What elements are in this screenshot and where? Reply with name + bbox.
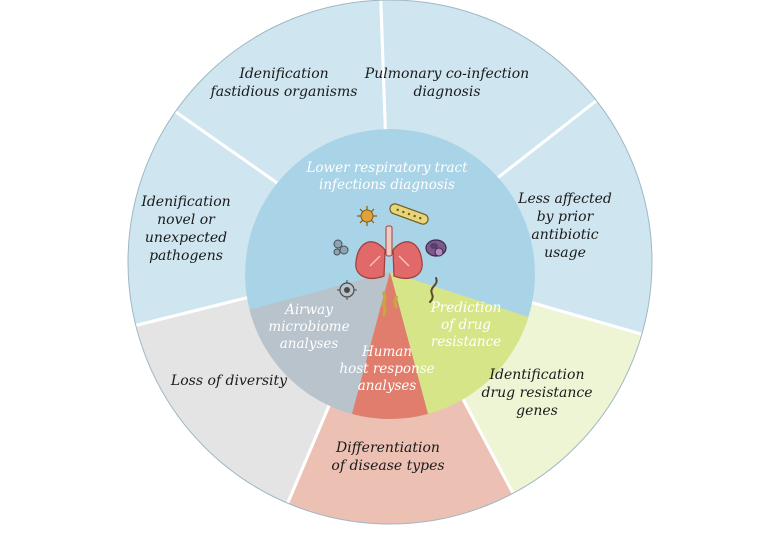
spiral-bacteria-icon — [429, 277, 438, 303]
bacteria-cluster-icon — [333, 239, 349, 256]
virus-icon — [337, 280, 357, 300]
outer-border — [127, 0, 653, 525]
diversity-label: Loss of diversity — [170, 373, 288, 389]
cell-icon — [425, 239, 447, 257]
bacillus-icon — [389, 203, 429, 225]
sector-host — [322, 272, 458, 419]
trachea-icon — [393, 295, 399, 309]
virus-icon — [357, 206, 377, 226]
lungs-icon — [355, 225, 423, 279]
trachea-icon — [381, 291, 387, 317]
